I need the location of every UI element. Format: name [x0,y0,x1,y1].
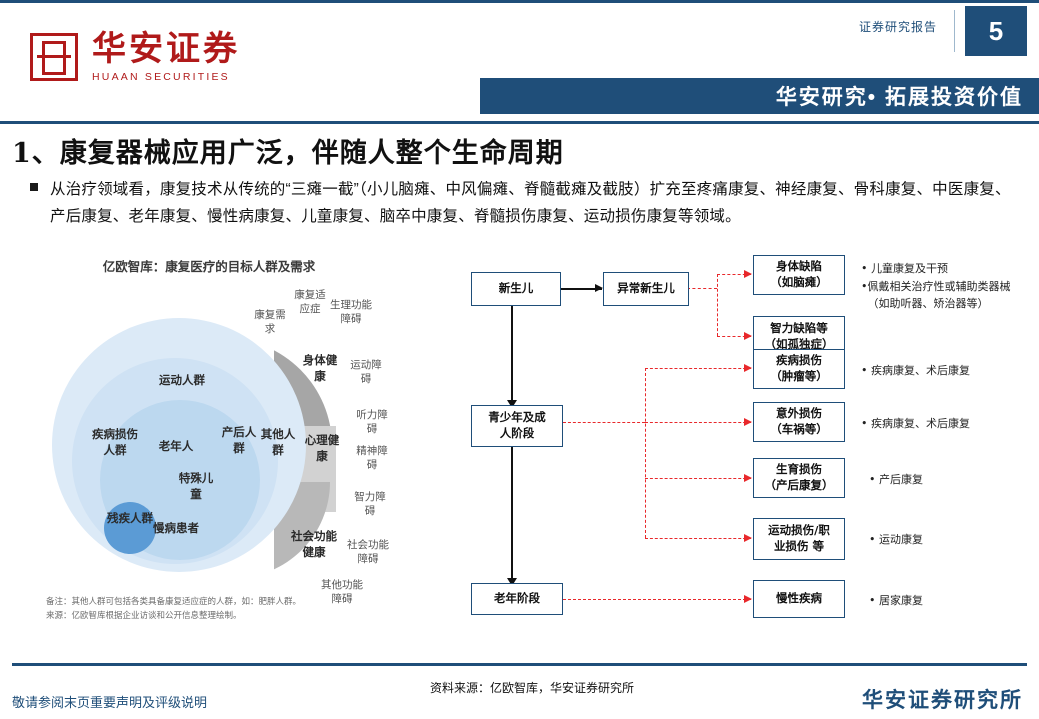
logo-chinese-name: 华安证券 [92,29,240,69]
bullet-child-rehab-line1: •儿童康复及干预 [861,260,1029,278]
node-newborn: 新生儿 [471,272,561,306]
line-newborn-to-youth [511,306,513,408]
label-disease-injury-group: 疾病损伤人群 [92,429,138,457]
line-branch-to-disease-injury [645,368,751,369]
label-social-health: 社会功能健康 [291,531,337,559]
header-top-rule [0,0,1039,3]
infographic-note-line2: 来源：亿欧智库根据企业访谈和公开信息整理绘制。 [46,609,242,620]
line-branch-to-accident-injury [645,422,751,423]
label-rehab-indication: 康复适应症 [294,289,326,316]
bullet-child-rehab-group: •儿童康复及干预 •佩戴相关治疗性或辅助类器械（如助听器、矫治器等） [861,260,1029,313]
bullet-accident-rehab: •疾病康复、术后康复 [861,415,1039,433]
report-type-label: 证券研究报告 [858,20,937,34]
infographic-note: 备注：其他人群可包括各类具备康复适应症的人群，如：肥胖人群。 来源：亿欧智库根据… [46,595,301,622]
infographic-target-population: 亿欧智库：康复医疗的目标人群及需求 康复适应症 康复需求 生理功能障碍 身体健康… [28,250,448,640]
node-accident-injury: 意外损伤 （车祸等） [753,402,845,442]
line-branch-to-birth-injury [645,478,751,479]
node-disease-injury: 疾病损伤 （肿瘤等） [753,349,845,389]
bullet-home-rehab: •居家康复 [869,592,1039,610]
arrow-to-disease-injury [744,363,752,372]
arrow-newborn-to-youth [507,400,517,408]
node-birth-injury: 生育损伤 （产后康复） [753,458,845,498]
logo-mark-icon [30,33,78,82]
circle-disabled-group [104,502,156,554]
arrow-to-physical-defect [744,269,752,278]
logo-english-name: HUAAN SECURITIES [92,70,230,83]
bullet-dot-icon: • [861,262,868,275]
label-special-children: 特殊儿童 [178,473,214,501]
bullet-paragraph-text: 从治疗领域看，康复技术从传统的“三瘫一截”（小儿脑瘫、中风偏瘫、脊髓截瘫及截肢）… [50,181,1011,226]
arrow-to-intellect-defect [744,331,752,340]
arrow-youth-to-elderly [507,578,517,586]
label-social-disorder: 社会功能障碍 [347,539,389,566]
node-elderly-stage: 老年阶段 [471,583,563,615]
arrow-newborn-to-abnormal [595,283,603,292]
node-abnormal-newborn: 异常新生儿 [603,272,689,306]
label-other-group: 其他人群 [260,429,296,457]
page-title: 1、康复器械应用广泛，伴随人整个生命周期 [12,138,564,169]
lifecycle-flow-chart: 新生儿 异常新生儿 身体缺陷 （如脑瘫） 智力缺陷等 （如孤独症） 青少年及成 … [455,250,1030,640]
bullet-postpartum-rehab: •产后康复 [869,471,1039,489]
bullet-dot-icon: • [861,417,868,430]
label-mental-health: 心理健康 [304,435,340,463]
label-rehab-need: 康复需求 [254,309,286,336]
page-number-badge: 5 [965,6,1027,56]
line-elderly-to-chronic [563,599,751,600]
line-abnormal-branch-vertical [717,274,718,336]
label-physio-disorder: 生理功能障碍 [330,299,372,326]
label-postpartum-group: 产后人群 [221,427,257,455]
footer-rule [12,663,1027,666]
bullet-square-icon [30,183,38,191]
label-elderly: 老年人 [158,441,194,453]
label-body-health: 身体健康 [302,355,338,383]
bullet-disease-rehab: •疾病康复、术后康复 [861,362,1039,380]
title-divider-rule [0,121,1039,124]
bullet-child-rehab-line2: •佩戴相关治疗性或辅助类器械（如助听器、矫治器等） [861,278,1029,313]
line-branch-to-sports-injury [645,538,751,539]
source-note: 资料来源：亿欧智库，华安证券研究所 [430,681,635,695]
bullet-dot-icon: • [869,594,876,607]
infographic-note-line1: 备注：其他人群可包括各类具备康复适应症的人群，如：肥胖人群。 [46,596,302,606]
brand-slogan-band: 华安研究• 拓展投资价值 [480,78,1039,114]
footer-disclaimer: 敬请参阅末页重要声明及评级说明 [12,695,208,710]
bullet-sports-rehab: •运动康复 [869,531,1039,549]
bullet-paragraph-row: 从治疗领域看，康复技术从传统的“三瘫一截”（小儿脑瘫、中风偏瘫、脊髓截瘫及截肢）… [30,176,1020,230]
arrow-to-chronic-disease [744,594,752,603]
arrow-to-accident-injury [744,417,752,426]
company-logo: 华安证券 HUAAN SECURITIES [30,29,240,83]
header-vertical-divider [954,10,955,52]
line-branch-to-physical-defect [717,274,751,275]
line-youth-to-elderly [511,446,513,586]
label-chronic-patients: 慢病患者 [153,523,199,535]
label-intellect-disorder: 智力障碍 [354,491,386,518]
bullet-dot-icon: • [869,473,876,486]
line-youth-branch-vertical [645,368,646,538]
bullet-dot-icon: • [869,533,876,546]
label-sports-group: 运动人群 [159,375,205,387]
node-physical-defect: 身体缺陷 （如脑瘫） [753,255,845,295]
logo-text-block: 华安证券 HUAAN SECURITIES [92,29,240,83]
line-branch-to-intellect-defect [717,336,751,337]
arrow-to-sports-injury [744,533,752,542]
label-disabled-group: 残疾人群 [107,513,153,525]
label-hearing-disorder: 听力障碍 [356,409,388,436]
label-other-disorder: 其他功能障碍 [321,579,363,606]
arrow-to-birth-injury [744,473,752,482]
footer-brand: 华安证券研究所 [862,689,1023,712]
node-sports-occupation-injury: 运动损伤/职 业损伤 等 [753,518,845,560]
label-motor-disorder: 运动障碍 [350,359,382,386]
label-mental-disorder: 精神障碍 [356,445,388,472]
bullet-dot-icon: • [861,364,868,377]
line-newborn-to-abnormal [560,288,602,290]
infographic-title: 亿欧智库：康复医疗的目标人群及需求 [102,260,316,274]
line-abnormal-to-branch [687,288,717,289]
node-youth-adult: 青少年及成 人阶段 [471,405,563,447]
node-chronic-disease: 慢性疾病 [753,580,845,618]
bullet-dot-icon: • [861,279,868,293]
line-youth-to-branch [563,422,645,423]
